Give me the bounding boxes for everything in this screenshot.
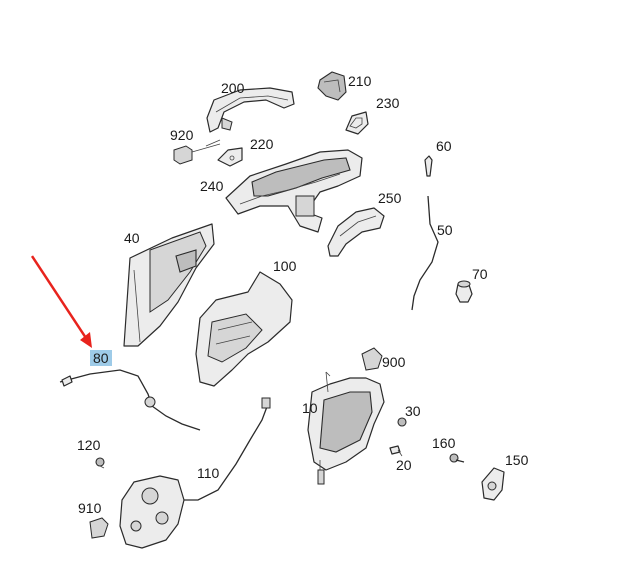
bolt-part-120[interactable] [95,457,105,469]
inner-trim-part[interactable] [123,223,215,347]
cover-part-220[interactable] [217,147,243,167]
handle-carrier-part[interactable] [225,149,363,233]
cable-end-110 [261,397,271,409]
callout-60[interactable]: 60 [436,138,452,154]
bracket-part-250[interactable] [327,207,385,257]
striker-part-150[interactable] [481,467,505,501]
callout-150[interactable]: 150 [505,452,529,468]
callout-210[interactable]: 210 [348,73,372,89]
pin-part-60[interactable] [424,155,433,177]
lock-rod-50[interactable] [411,195,439,311]
leader-lines [205,139,331,377]
callout-250[interactable]: 250 [378,190,402,206]
callout-120[interactable]: 120 [77,437,101,453]
bolt-part-160[interactable] [449,453,465,463]
clip-part-910[interactable] [89,517,109,539]
callout-900[interactable]: 900 [382,354,406,370]
actuator-housing-part[interactable] [119,475,185,549]
cable-part-110[interactable] [180,403,269,501]
callout-50[interactable]: 50 [437,222,453,238]
callout-40[interactable]: 40 [124,230,140,246]
gasket-part[interactable] [345,111,369,135]
callout-920[interactable]: 920 [170,127,194,143]
bowden-cable-80[interactable] [59,369,201,431]
callout-80[interactable]: 80 [90,350,112,366]
door-handle-part[interactable] [206,87,295,133]
callout-30[interactable]: 30 [405,403,421,419]
callout-200[interactable]: 200 [221,80,245,96]
callout-220[interactable]: 220 [250,136,274,152]
clip-part-920[interactable] [173,143,221,165]
callout-160[interactable]: 160 [432,435,456,451]
screw-part-30[interactable] [397,417,407,427]
callout-10[interactable]: 10 [302,400,318,416]
bolt-part-20[interactable] [389,445,403,457]
clip-part-900[interactable] [361,347,383,371]
callout-230[interactable]: 230 [376,95,400,111]
button-part-70[interactable] [455,280,473,303]
highlight-arrow [30,255,92,348]
callout-70[interactable]: 70 [472,266,488,282]
callout-100[interactable]: 100 [273,258,297,274]
callout-110[interactable]: 110 [197,465,220,481]
callout-910[interactable]: 910 [78,500,102,516]
door-lock-part[interactable] [307,371,385,485]
inner-handle-part[interactable] [195,271,293,387]
callout-20[interactable]: 20 [396,457,412,473]
handle-cap-part[interactable] [317,71,347,101]
callout-240[interactable]: 240 [200,178,224,194]
